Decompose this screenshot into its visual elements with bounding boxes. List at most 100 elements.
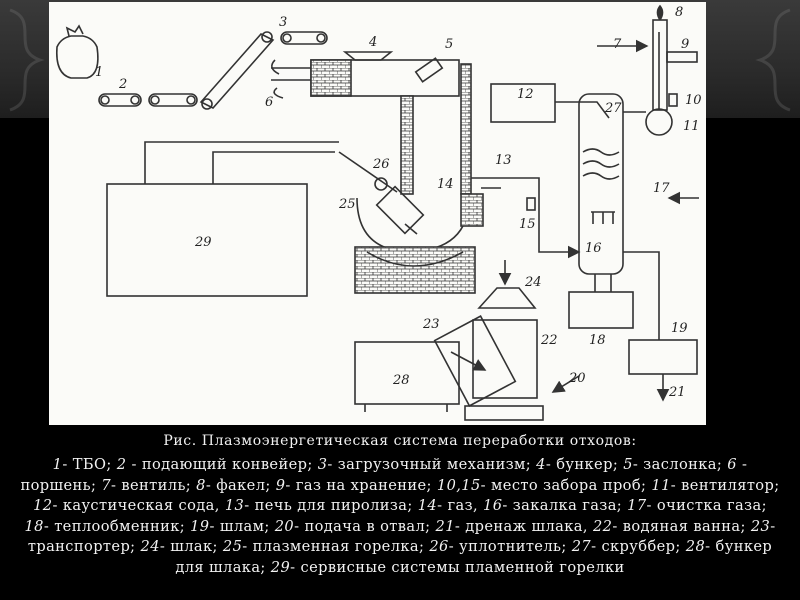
legend-number: 23 (750, 517, 771, 535)
legend-number: 10,15 (436, 476, 481, 494)
legend-text: - закалка газа; (502, 497, 628, 515)
caustic-soda-tank (490, 83, 556, 123)
water-bath (472, 319, 538, 399)
gate-valve (414, 57, 444, 83)
legend-text: - загрузочный механизм; (327, 456, 537, 473)
legend-number: 26 (429, 538, 449, 556)
legend-number: 16 (483, 497, 503, 515)
legend-text: - сервисные системы пламенной горелки (290, 558, 625, 576)
scrubber (578, 93, 624, 275)
label-18: 18 (589, 333, 606, 348)
slag-funnel (477, 287, 537, 309)
legend-text: - заслонка; (632, 456, 728, 473)
label-24: 24 (524, 275, 542, 290)
legend-text: - газ, (437, 497, 484, 515)
right-ornament-icon (755, 8, 791, 112)
legend-number: 11 (651, 476, 671, 494)
piston (271, 59, 311, 99)
legend: 1- ТБО; 2 - подающий конвейер; 3- загруз… (20, 455, 780, 579)
label-6: 6 (265, 95, 273, 110)
legend-text: - факел; (205, 476, 276, 494)
feed-conveyor (98, 93, 198, 107)
legend-text: - плазменная горелка; (242, 538, 430, 556)
label-22: 22 (540, 333, 558, 348)
legend-text: - бункер для шлака; (175, 538, 773, 576)
label-1: 1 (95, 65, 103, 80)
label-23: 23 (422, 317, 440, 332)
label-14: 14 (437, 177, 454, 192)
legend-text: - бункер; (545, 456, 624, 473)
legend-number: 3 (317, 456, 328, 473)
label-16: 16 (585, 241, 602, 256)
legend-number: 20 (274, 517, 295, 535)
label-20: 20 (568, 371, 586, 386)
pyrolysis-furnace (354, 193, 484, 294)
legend-number: 12 (33, 497, 53, 515)
figure-caption: Рис. Плазмоэнергетическая система перера… (20, 433, 780, 579)
service-systems (106, 183, 308, 297)
legend-text: - шлак; (159, 538, 223, 556)
legend-number: 8 (196, 476, 206, 494)
legend-text: - очистка газа; (646, 497, 767, 515)
waste-bag-icon (55, 35, 99, 79)
label-9: 9 (681, 37, 689, 52)
label-25: 25 (338, 197, 356, 212)
legend-number: 4 (536, 456, 546, 473)
legend-text: - подача в отвал; (294, 517, 436, 535)
label-4: 4 (368, 35, 377, 50)
legend-number: 19 (190, 517, 210, 535)
label-26: 26 (372, 157, 390, 172)
legend-text: - ТБО; (62, 456, 117, 473)
legend-text: - печь для пиролиза; (244, 497, 418, 515)
legend-text: - скруббер; (591, 538, 686, 556)
label-5: 5 (445, 37, 453, 52)
legend-text: - теплообменник; (43, 517, 191, 535)
legend-number: 1 (52, 456, 63, 473)
legend-number: 14 (417, 497, 438, 515)
legend-text: - вентилятор; (670, 476, 780, 494)
label-8: 8 (675, 5, 683, 20)
left-ornament-icon (9, 8, 45, 112)
bunker (342, 51, 394, 61)
label-28: 28 (392, 373, 410, 388)
label-2: 2 (118, 77, 127, 92)
label-11: 11 (683, 119, 700, 134)
label-7: 7 (613, 37, 622, 52)
legend-text: - место забора проб; (480, 476, 652, 494)
label-13: 13 (495, 153, 512, 168)
legend-number: 18 (24, 517, 44, 535)
legend-number: 17 (627, 497, 647, 515)
slag-transporter (433, 315, 517, 407)
label-29: 29 (194, 235, 212, 250)
label-15: 15 (519, 217, 536, 232)
legend-text: - уплотнитель; (448, 538, 572, 556)
loading-mechanism (199, 31, 328, 110)
legend-number: 2 (116, 456, 127, 473)
slag-bunker (354, 341, 460, 405)
legend-number: 5 (623, 456, 633, 473)
legend-text: - подающий конвейер; (126, 456, 318, 473)
legend-number: 6 (727, 456, 737, 473)
legend-text: - шлам; (209, 517, 275, 535)
sludge-tank (628, 339, 698, 375)
legend-number: 25 (222, 538, 243, 556)
fan (645, 108, 673, 136)
label-21: 21 (668, 385, 686, 400)
legend-number: 22 (592, 517, 613, 535)
legend-text: - каустическая сода, (52, 497, 225, 515)
label-12: 12 (517, 87, 534, 102)
heat-exchanger (568, 291, 634, 329)
label-10: 10 (685, 93, 702, 108)
legend-number: 24 (140, 538, 160, 556)
caption-title: Рис. Плазмоэнергетическая система перера… (163, 433, 637, 449)
legend-number: 13 (224, 497, 245, 515)
label-17: 17 (653, 181, 670, 196)
legend-number: 29 (270, 558, 291, 576)
plasma-torch (338, 151, 425, 235)
label-3: 3 (279, 15, 287, 30)
label-27: 27 (604, 101, 622, 116)
legend-text: - вентиль; (111, 476, 197, 494)
legend-number: 7 (101, 476, 112, 494)
legend-text: - поршень; (20, 456, 748, 494)
label-19: 19 (671, 321, 688, 336)
